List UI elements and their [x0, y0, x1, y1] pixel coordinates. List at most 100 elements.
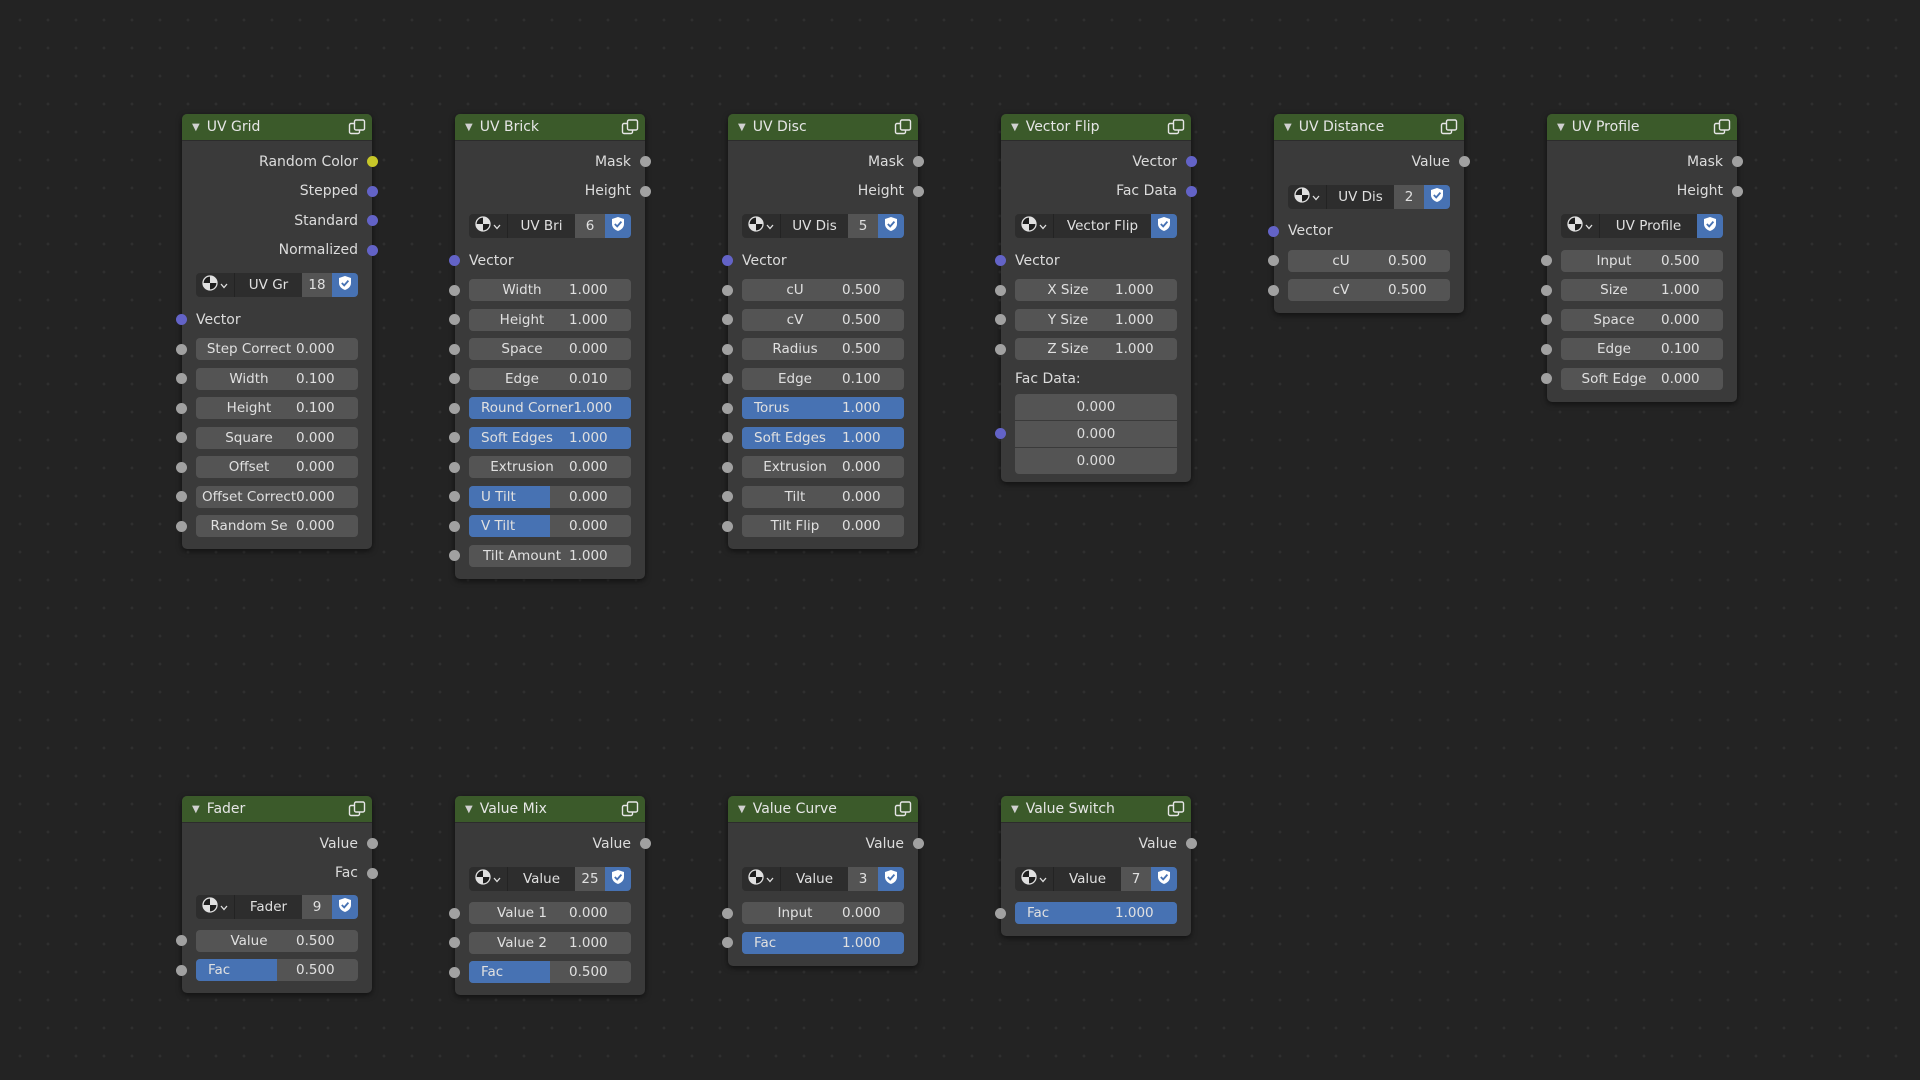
datablock-browse-button[interactable] [469, 866, 507, 891]
fac-data-value[interactable]: 0.000 [1015, 393, 1177, 421]
collapse-triangle-icon[interactable]: ▼ [192, 803, 200, 815]
fake-user-toggle[interactable] [332, 895, 358, 919]
collapse-triangle-icon[interactable]: ▼ [465, 121, 473, 133]
input-socket[interactable] [995, 284, 1006, 296]
fake-user-toggle[interactable] [878, 214, 904, 238]
input-socket[interactable] [449, 550, 460, 562]
fake-user-toggle[interactable] [878, 866, 904, 891]
node-group-icon[interactable] [621, 801, 639, 817]
input-socket[interactable] [722, 284, 733, 296]
output-socket[interactable] [1186, 838, 1197, 850]
datablock-browse-button[interactable] [196, 273, 234, 297]
datablock-user-count[interactable]: 9 [302, 895, 332, 919]
input-socket[interactable] [722, 432, 733, 444]
fake-user-toggle[interactable] [1697, 214, 1723, 238]
output-socket[interactable] [1459, 156, 1470, 168]
datablock-browse-button[interactable] [1015, 214, 1053, 238]
output-socket[interactable] [367, 215, 378, 227]
node-header[interactable]: ▼UV Disc [728, 114, 918, 141]
input-socket[interactable] [722, 461, 733, 473]
input-socket[interactable] [722, 520, 733, 532]
datablock-selector[interactable]: Vector Flip [1015, 214, 1177, 238]
input-socket[interactable] [176, 964, 187, 976]
datablock-user-count[interactable]: 5 [848, 214, 878, 238]
fake-user-toggle[interactable] [1151, 866, 1177, 891]
datablock-browse-button[interactable] [742, 214, 780, 238]
input-socket[interactable] [722, 937, 733, 949]
input-socket[interactable] [722, 255, 733, 267]
input-socket[interactable] [176, 373, 187, 385]
datablock-user-count[interactable]: 7 [1121, 866, 1151, 891]
collapse-triangle-icon[interactable]: ▼ [1011, 121, 1019, 133]
datablock-name-field[interactable]: UV Bri [507, 214, 575, 238]
node-group-icon[interactable] [348, 119, 366, 135]
input-socket[interactable] [995, 428, 1006, 439]
input-socket[interactable] [722, 907, 733, 919]
node-header[interactable]: ▼UV Distance [1274, 114, 1464, 141]
datablock-browse-button[interactable] [196, 895, 234, 919]
fake-user-toggle[interactable] [1151, 214, 1177, 238]
node-group-icon[interactable] [621, 119, 639, 135]
input-socket[interactable] [176, 432, 187, 444]
fake-user-toggle[interactable] [332, 273, 358, 297]
collapse-triangle-icon[interactable]: ▼ [1284, 121, 1292, 133]
input-socket[interactable] [1541, 284, 1552, 296]
input-socket[interactable] [449, 432, 460, 444]
datablock-browse-button[interactable] [742, 866, 780, 891]
node-header[interactable]: ▼UV Brick [455, 114, 645, 141]
input-socket[interactable] [722, 402, 733, 414]
node-header[interactable]: ▼Value Mix [455, 796, 645, 823]
datablock-name-field[interactable]: Fader [234, 895, 302, 919]
input-socket[interactable] [176, 491, 187, 503]
datablock-name-field[interactable]: UV Dis [1326, 184, 1394, 209]
collapse-triangle-icon[interactable]: ▼ [1011, 803, 1019, 815]
input-socket[interactable] [1268, 225, 1279, 237]
output-socket[interactable] [913, 185, 924, 197]
datablock-name-field[interactable]: UV Gr [234, 273, 302, 297]
input-socket[interactable] [176, 402, 187, 414]
input-socket[interactable] [449, 373, 460, 385]
collapse-triangle-icon[interactable]: ▼ [1557, 121, 1565, 133]
input-socket[interactable] [176, 343, 187, 355]
output-socket[interactable] [640, 185, 651, 197]
datablock-user-count[interactable]: 18 [302, 273, 332, 297]
datablock-browse-button[interactable] [1288, 184, 1326, 209]
input-socket[interactable] [449, 402, 460, 414]
output-socket[interactable] [913, 156, 924, 168]
input-socket[interactable] [176, 935, 187, 947]
node-group-icon[interactable] [348, 801, 366, 817]
datablock-browse-button[interactable] [469, 214, 507, 238]
input-socket[interactable] [1541, 255, 1552, 267]
input-socket[interactable] [449, 284, 460, 296]
output-socket[interactable] [913, 838, 924, 850]
